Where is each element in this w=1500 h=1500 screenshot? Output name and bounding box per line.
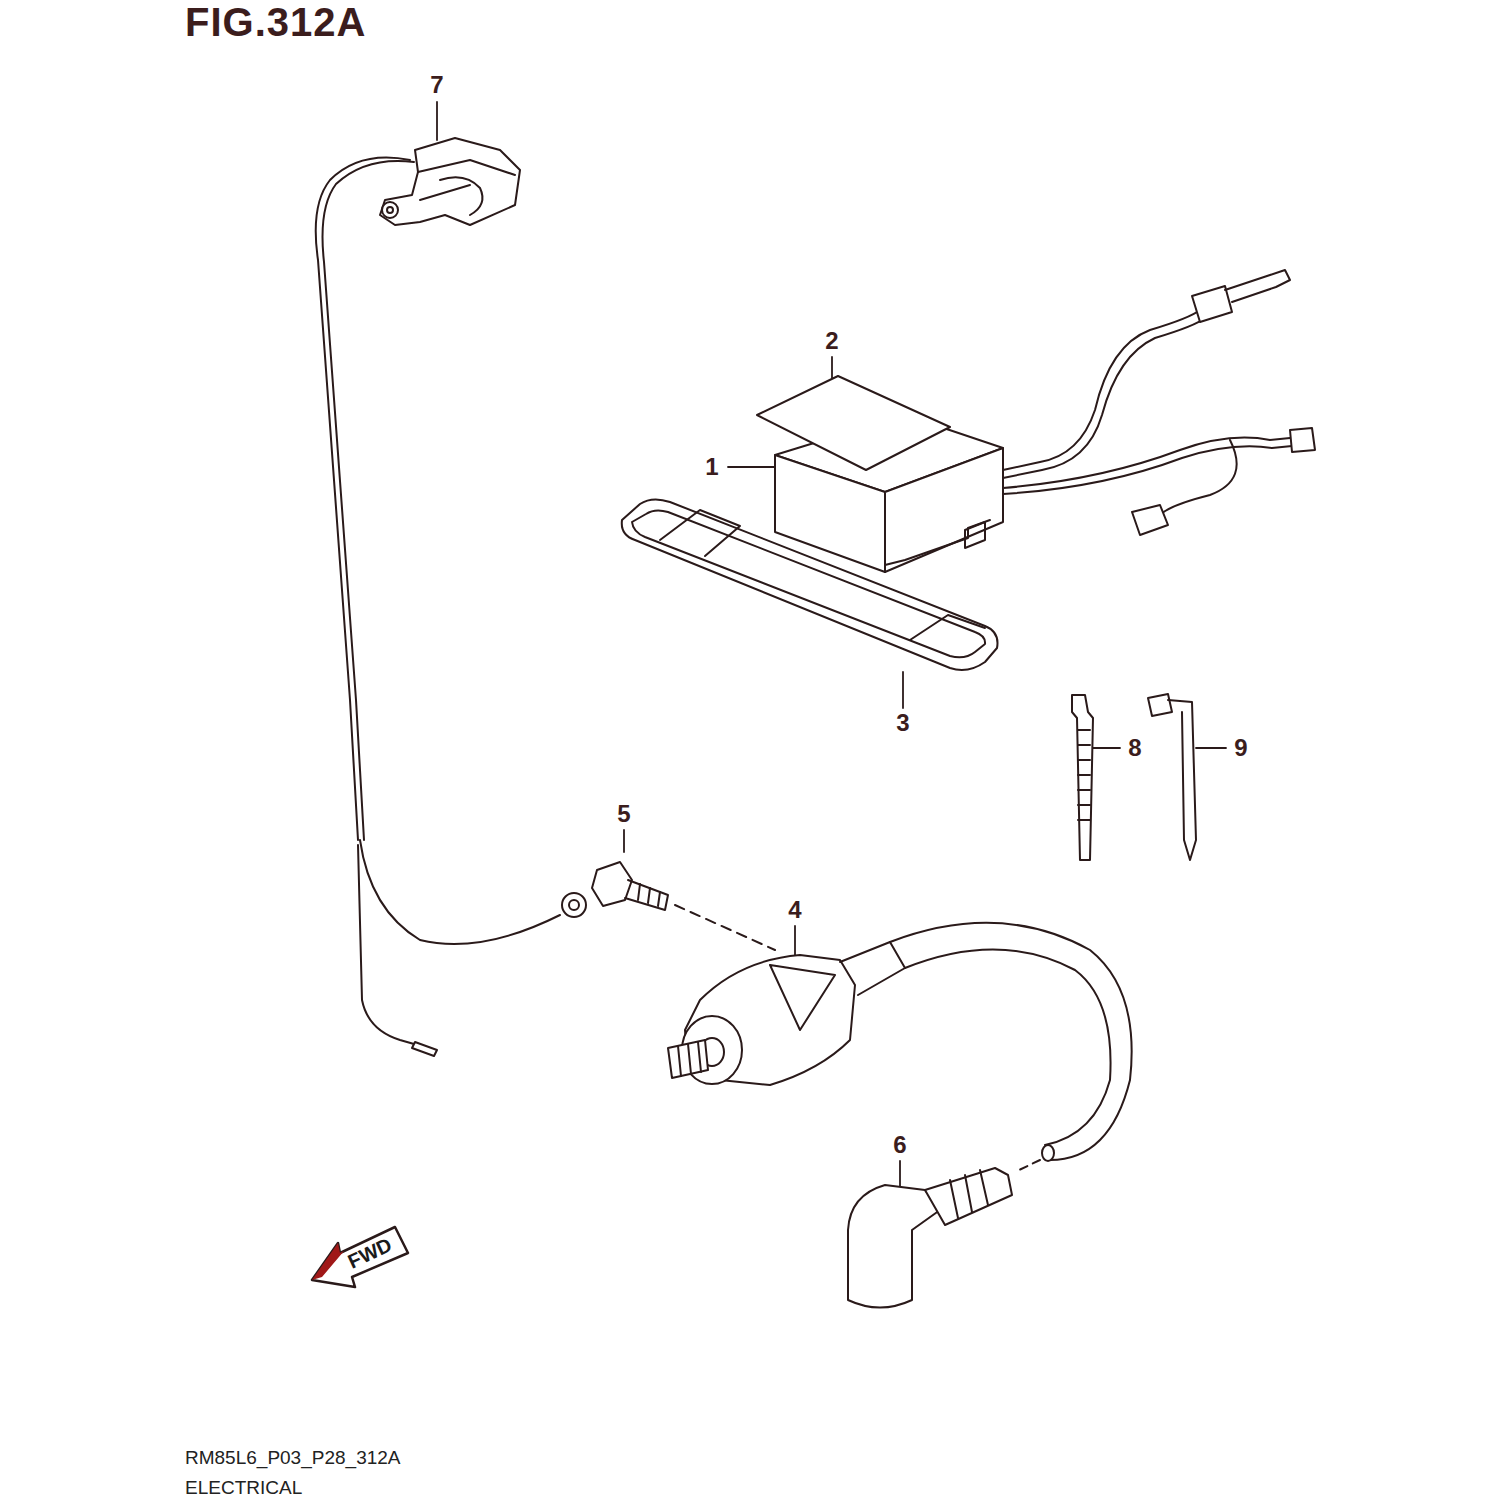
ecu-sticker (757, 376, 950, 470)
caption-text: RM85L6_P03_P28_312A (185, 1447, 401, 1469)
callout-number: 1 (705, 455, 718, 479)
callout-number: 3 (896, 711, 909, 735)
ignition-coil (668, 923, 1132, 1172)
leader-lines (437, 102, 1226, 1195)
callout-number: 2 (825, 329, 838, 353)
callout-number: 9 (1234, 736, 1247, 760)
direction-arrow: FWD (300, 1205, 415, 1290)
callout-number: 6 (893, 1133, 906, 1157)
callout-number: 5 (617, 802, 630, 826)
callout-number: 8 (1128, 736, 1141, 760)
ecu-harness (1003, 270, 1315, 535)
cable-ties (1072, 694, 1196, 860)
figure-title: FIG.312A (185, 2, 366, 42)
spark-plug-cap (848, 1168, 1012, 1308)
callout-number: 4 (788, 898, 801, 922)
callout-number: 7 (430, 73, 443, 97)
sensor-clamp (316, 138, 586, 1056)
caption-text: ELECTRICAL (185, 1477, 302, 1499)
coil-bolt (592, 862, 775, 950)
